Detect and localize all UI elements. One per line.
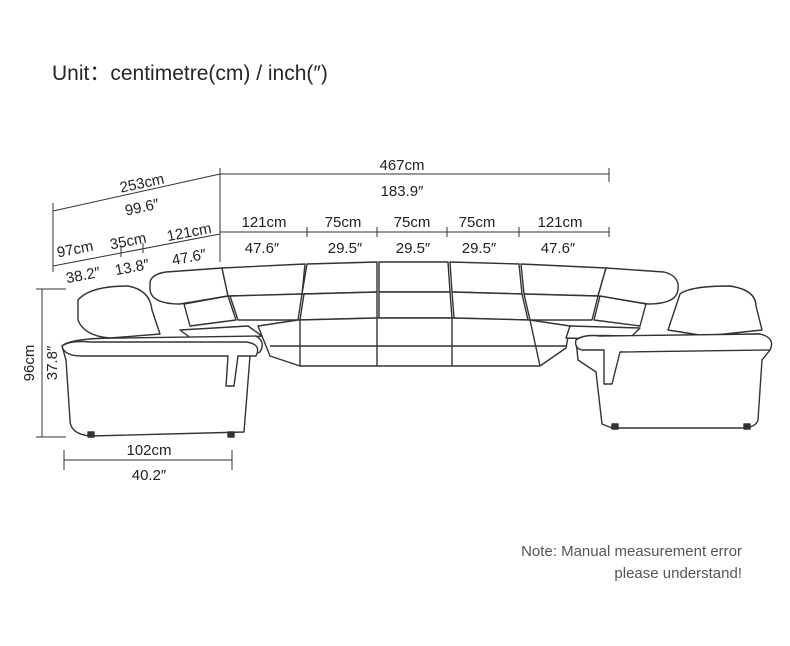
depth-cm: 102cm — [126, 442, 171, 459]
height-in: 37.8″ — [44, 345, 61, 380]
lower-back-left — [183, 295, 237, 327]
back-cushion-2 — [301, 261, 378, 295]
lower-back-5 — [523, 293, 599, 321]
back-cushion-4 — [449, 261, 523, 295]
measurement-note: Note: Manual measurement error please un… — [521, 541, 742, 585]
right-recliner-back — [667, 285, 763, 337]
lower-back-1 — [229, 293, 303, 321]
depth-in: 40.2″ — [132, 467, 167, 484]
dimension-lines — [36, 168, 610, 470]
seat-front — [257, 317, 571, 367]
side-seat1-in: 38.2″ — [65, 264, 103, 287]
back-cushion-3 — [378, 261, 451, 293]
back-cushion-5 — [520, 263, 607, 297]
right-armrest — [574, 333, 773, 385]
foot-right-2 — [743, 423, 751, 430]
unit-label: Unit：centimetre(cm) / inch(″) — [52, 62, 328, 85]
lower-back-4 — [451, 291, 529, 321]
segment-2-cm: 75cm — [325, 214, 362, 231]
left-recliner-back — [77, 285, 161, 339]
side-segment-line — [52, 233, 221, 267]
side-length-cm: 253cm — [118, 171, 166, 197]
side-length-in: 99.6″ — [123, 196, 161, 220]
segment-3-cm: 75cm — [394, 214, 431, 231]
foot-left-1 — [87, 431, 95, 438]
sofa-sketch — [61, 261, 773, 438]
lower-back-2 — [299, 291, 378, 321]
total-width-in: 183.9″ — [381, 183, 425, 200]
segment-5-cm: 121cm — [537, 214, 582, 231]
segment-2-in: 29.5″ — [328, 240, 363, 257]
left-armrest — [61, 340, 259, 387]
segment-1-cm: 121cm — [241, 214, 286, 231]
left-recliner-base — [61, 335, 263, 437]
lower-back-right — [593, 295, 647, 327]
segment-3-in: 29.5″ — [396, 240, 431, 257]
note-line-1: Note: Manual measurement error — [521, 543, 742, 560]
segment-5-in: 47.6″ — [541, 240, 576, 257]
side-length-line — [52, 173, 221, 212]
lower-back-3 — [378, 291, 453, 319]
dimension-labels: 467cm 183.9″ 253cm 99.6″ 97cm 38.2″ 35cm… — [21, 157, 583, 484]
foot-left-2 — [227, 431, 235, 438]
height-cm: 96cm — [21, 345, 38, 382]
note-line-2: please understand! — [614, 565, 742, 582]
foot-right-1 — [611, 423, 619, 430]
segment-1-in: 47.6″ — [245, 240, 280, 257]
back-cushion-1 — [221, 263, 306, 297]
total-width-cm: 467cm — [379, 157, 424, 174]
segment-4-cm: 75cm — [459, 214, 496, 231]
side-seat2-in: 47.6″ — [171, 246, 209, 269]
side-console-in: 13.8″ — [114, 256, 152, 279]
side-console-cm: 35cm — [109, 230, 148, 254]
back-cushion-right-outer — [597, 267, 679, 305]
side-seat2-cm: 121cm — [165, 220, 212, 245]
seat-divider-4 — [529, 319, 541, 367]
side-seat1-cm: 97cm — [56, 238, 95, 262]
segment-4-in: 29.5″ — [462, 240, 497, 257]
